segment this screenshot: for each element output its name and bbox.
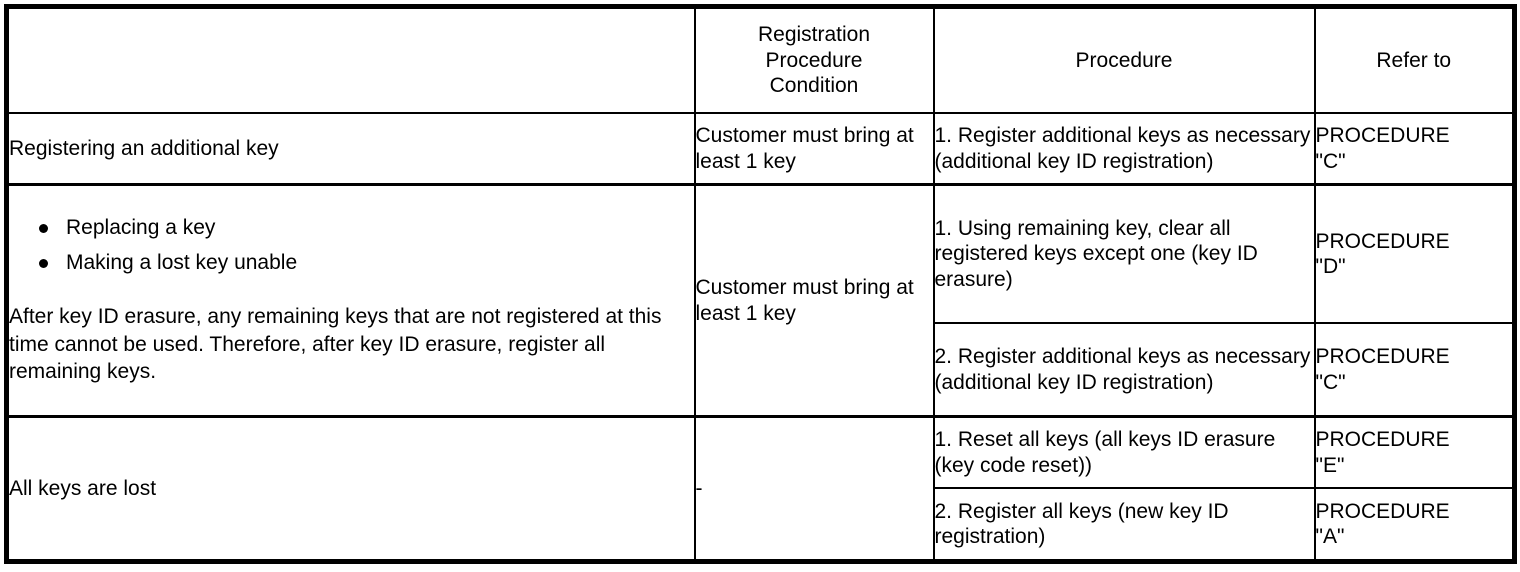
table-row: 2. Register all keys (new key ID registr… (7, 487, 1516, 563)
procedure-cell: 2. Register additional keys as necessary… (932, 321, 1316, 418)
header-registration-procedure-condition: Registration Procedure Condition (693, 5, 935, 114)
refer-to-line-2: "C" (1315, 149, 1346, 173)
table-body: Registering an additional key Customer m… (5, 112, 1516, 563)
bullet-icon (39, 258, 48, 268)
table-header: Registration Procedure Condition Procedu… (5, 5, 1516, 114)
key-registration-table-container: Registration Procedure Condition Procedu… (0, 4, 1520, 572)
refer-to-line-1: PROCEDURE (1315, 428, 1450, 452)
bullet-label: Making a lost key unable (66, 250, 298, 274)
procedure-cell: 1. Reset all keys (all keys ID erasure (… (932, 415, 1316, 490)
condition-cell-1: Customer must bring at least 1 key (693, 112, 935, 186)
header-refer-to: Refer to (1313, 5, 1516, 114)
list-item: Replacing a key (9, 215, 694, 240)
refer-to-line-1: PROCEDURE (1315, 344, 1450, 368)
table-row: 2. Register additional keys as necessary… (7, 321, 1516, 418)
refer-to-line-2: "C" (1315, 370, 1346, 394)
case-cell-all-keys-lost: All keys are lost (5, 415, 696, 563)
bullet-label: Replacing a key (66, 216, 216, 240)
refer-to-cell: PROCEDURE "E" (1313, 415, 1516, 490)
case-cell-replacing-key: Replacing a key Making a lost key unable… (5, 183, 696, 418)
header-condition-line-3: Condition (769, 74, 859, 98)
refer-to-cell: PROCEDURE "A" (1313, 487, 1516, 563)
refer-to-line-2: "E" (1315, 453, 1345, 477)
procedure-cell: 2. Register all keys (new key ID registr… (932, 487, 1316, 563)
header-condition-line-1: Registration (757, 23, 871, 47)
list-item: Making a lost key unable (9, 250, 694, 275)
case-bullet-list: Replacing a key Making a lost key unable (9, 215, 694, 274)
refer-to-line-2: "D" (1315, 255, 1346, 279)
procedure-cell: 1. Using remaining key, clear all regist… (932, 183, 1316, 324)
condition-cell-2: Customer must bring at least 1 key (693, 183, 935, 418)
table-row: All keys are lost - 1. Reset all keys (a… (5, 415, 1516, 563)
header-row: Registration Procedure Condition Procedu… (5, 5, 1516, 114)
table-row: Replacing a key Making a lost key unable… (5, 183, 1516, 418)
table-row: Registering an additional key Customer m… (5, 112, 1516, 186)
case-label: Registering an additional key (9, 136, 279, 160)
bullet-icon (39, 224, 48, 234)
procedure-cell: 1. Register additional keys as necessary… (932, 112, 1316, 186)
refer-to-line-1: PROCEDURE (1315, 124, 1450, 148)
header-condition-line-2: Procedure (765, 48, 863, 72)
case-note-text: After key ID erasure, any remaining keys… (9, 304, 662, 384)
header-case (5, 5, 696, 114)
refer-to-cell: PROCEDURE "D" (1313, 183, 1516, 324)
key-registration-table: Registration Procedure Condition Procedu… (4, 4, 1517, 564)
refer-to-line-1: PROCEDURE (1315, 229, 1450, 253)
condition-cell-3: - (693, 415, 935, 563)
refer-to-line-2: "A" (1315, 525, 1345, 549)
header-procedure: Procedure (932, 5, 1316, 114)
case-cell-registering-additional-key: Registering an additional key (5, 112, 696, 186)
case-label: All keys are lost (9, 476, 157, 500)
refer-to-cell: PROCEDURE "C" (1313, 112, 1516, 186)
refer-to-line-1: PROCEDURE (1315, 499, 1450, 523)
refer-to-cell: PROCEDURE "C" (1313, 321, 1516, 418)
